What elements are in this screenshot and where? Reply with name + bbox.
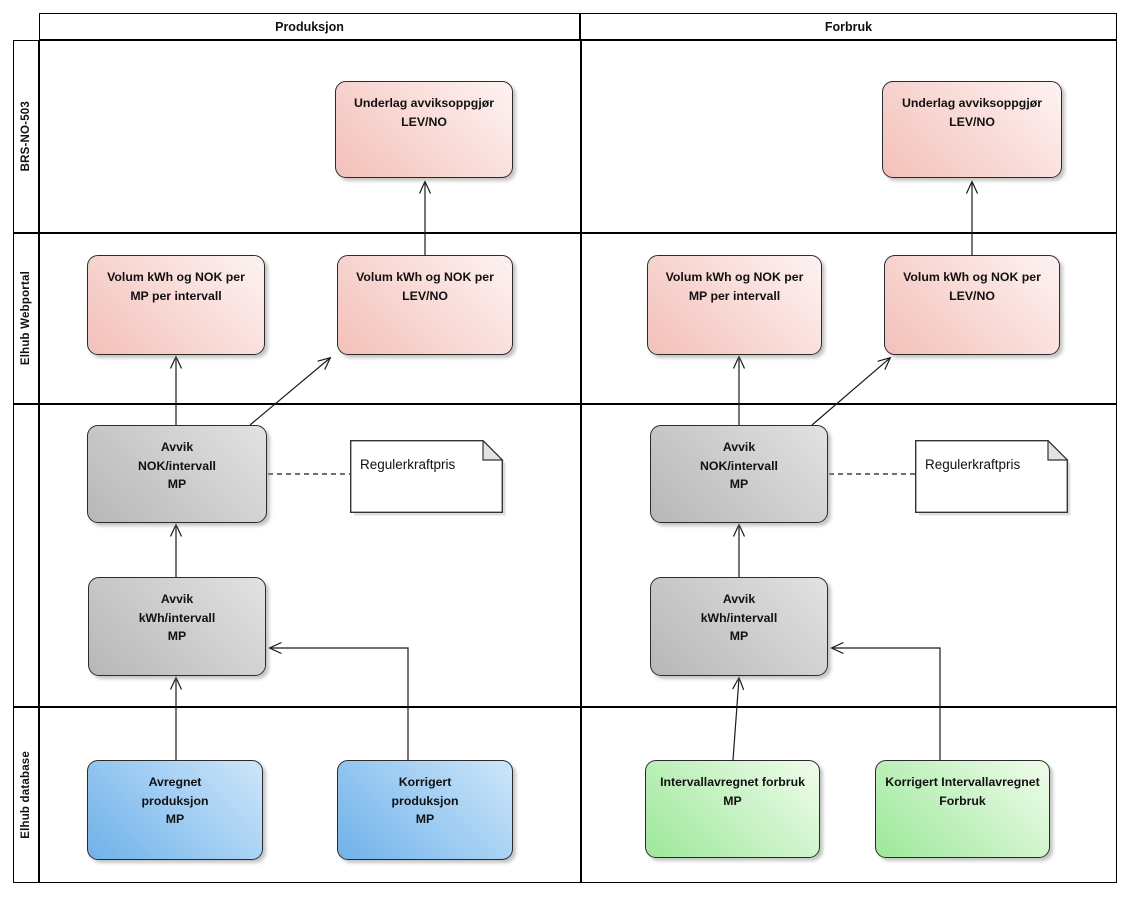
node-intervallavregnet-forbruk: Intervallavregnet forbruk MP [645,760,820,858]
lane-label-elhub-database: Elhub database [13,707,39,883]
lane-label-elhub-webportal: Elhub Webportal [13,233,39,404]
diagram-frame [39,40,1117,883]
note-regulerkraftpris-produksjon: Regulerkraftpris [350,440,508,518]
note-label: Regulerkraftpris [360,457,456,472]
column-header-forbruk-label: Forbruk [824,19,873,34]
node-volum-mp-intervall-produksjon: Volum kWh og NOK per MP per intervall [87,255,265,355]
node-volum-mp-intervall-forbruk: Volum kWh og NOK per MP per intervall [647,255,822,355]
node-underlag-avviksoppgjor-forbruk: Underlag avviksoppgjør LEV/NO [882,81,1062,178]
column-header-forbruk: Forbruk [580,13,1117,40]
node-avregnet-produksjon: Avregnet produksjon MP [87,760,263,860]
note-shape [915,440,1071,516]
note-fold-icon [482,440,504,461]
column-header-produksjon: Produksjon [39,13,580,40]
node-avvik-kwh-intervall-forbruk: Avvik kWh/intervall MP [650,577,828,676]
lane-divider [39,706,1117,709]
note-shape [350,440,506,516]
lane-divider [39,403,1117,406]
lane-label-brs-no-503: BRS-NO-503 [13,40,39,233]
node-korrigert-produksjon: Korrigert produksjon MP [337,760,513,860]
node-avvik-nok-intervall-produksjon: Avvik NOK/intervall MP [87,425,267,523]
node-avvik-kwh-intervall-produksjon: Avvik kWh/intervall MP [88,577,266,676]
node-volum-lev-no-forbruk: Volum kWh og NOK per LEV/NO [884,255,1060,355]
note-label: Regulerkraftpris [925,457,1021,472]
node-avvik-nok-intervall-forbruk: Avvik NOK/intervall MP [650,425,828,523]
note-regulerkraftpris-forbruk: Regulerkraftpris [915,440,1073,518]
node-underlag-avviksoppgjor-produksjon: Underlag avviksoppgjør LEV/NO [335,81,513,178]
node-volum-lev-no-produksjon: Volum kWh og NOK per LEV/NO [337,255,513,355]
lane-divider [39,232,1117,235]
lane-label-empty [13,404,39,707]
node-korrigert-intervallavregnet-forbruk: Korrigert Intervallavregnet Forbruk [875,760,1050,858]
column-divider [580,40,582,883]
column-header-produksjon-label: Produksjon [275,19,344,34]
note-fold-icon [1047,440,1069,461]
